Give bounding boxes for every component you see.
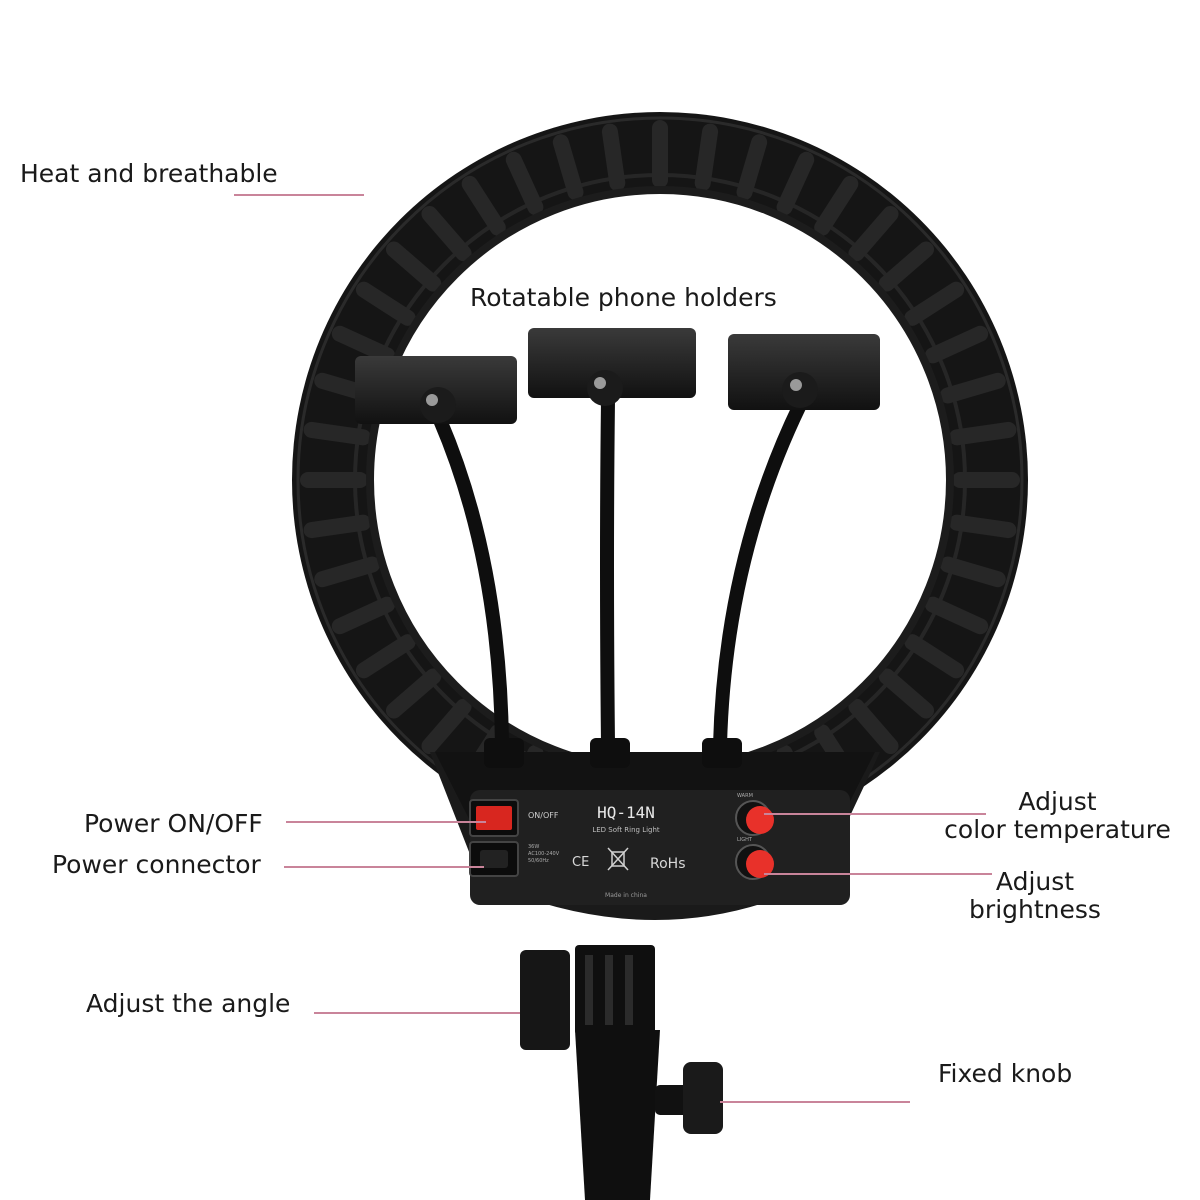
ring-rib <box>904 634 965 679</box>
leader-fixed-knob <box>720 1101 910 1103</box>
ring-rib <box>948 421 1017 446</box>
leader-brightness <box>764 873 992 875</box>
label-fixed-knob: Fixed knob <box>938 1059 1073 1088</box>
spec-watt: 36W <box>528 844 539 850</box>
ring-rib <box>385 241 442 292</box>
label-color-temp-line1: Adjust <box>1018 787 1097 816</box>
color-temperature-knob[interactable] <box>735 800 774 836</box>
ring-rib <box>848 205 899 262</box>
spec-frequency: 50/60Hz <box>528 858 549 864</box>
label-power-switch: Power ON/OFF <box>84 809 263 838</box>
ring-rib <box>421 698 472 755</box>
power-connector[interactable] <box>469 841 519 877</box>
made-in-text: Made in china <box>605 892 647 899</box>
leader-power-switch <box>286 821 486 823</box>
ring-rib <box>331 325 396 364</box>
knob-2-label: LIGHT <box>737 837 753 843</box>
ring-rib <box>939 372 1006 404</box>
leader-heat <box>234 194 364 196</box>
ring-rib <box>303 514 372 539</box>
ring-rib <box>601 123 626 192</box>
ring-rib <box>694 123 719 192</box>
label-heat-breathable: Heat and breathable <box>20 159 278 188</box>
ring-rib <box>552 134 584 201</box>
ring-rib <box>736 134 768 201</box>
ring-rib <box>948 514 1017 539</box>
brightness-knob[interactable] <box>735 844 774 880</box>
ring-rib <box>814 175 859 236</box>
ring-rib <box>878 241 935 292</box>
ring-body <box>292 112 1028 848</box>
ring-rib <box>505 151 544 216</box>
ring-rib <box>421 205 472 262</box>
label-adjust-angle: Adjust the angle <box>86 989 291 1018</box>
knob-1-label: WARM <box>737 793 753 799</box>
phone-holder-center[interactable] <box>528 328 696 406</box>
ring-rib <box>314 556 381 588</box>
phone-holder-left[interactable] <box>355 356 517 424</box>
ring-rib <box>385 668 442 719</box>
label-brightness-line2: brightness <box>969 895 1101 924</box>
label-power-connector: Power connector <box>52 850 261 879</box>
leader-power-connector <box>284 866 484 868</box>
ring-rib <box>878 668 935 719</box>
label-color-temp-line2: color temperature <box>944 815 1171 844</box>
ring-rib <box>848 698 899 755</box>
ring-rib <box>904 281 965 326</box>
model-subtitle: LED Soft Ring Light <box>592 826 660 834</box>
ring-rib <box>924 325 989 364</box>
ring-rib <box>776 151 815 216</box>
ring-rib <box>461 175 506 236</box>
power-switch[interactable] <box>469 799 519 837</box>
angle-mount[interactable] <box>520 945 655 1050</box>
ring-rib <box>331 596 396 635</box>
phone-holder-right[interactable] <box>728 334 880 410</box>
label-brightness-line1: Adjust <box>995 867 1075 896</box>
arm-bases <box>484 738 742 768</box>
ring-rib <box>355 634 416 679</box>
switch-label: ON/OFF <box>528 811 559 820</box>
stand-pole <box>575 1030 660 1200</box>
ring-rib <box>355 281 416 326</box>
weee-bin-icon <box>607 847 629 871</box>
model-name: HQ-14N <box>597 803 655 822</box>
fixed-knob[interactable] <box>655 1062 723 1134</box>
ce-mark: CE <box>572 855 589 870</box>
leader-color-temp <box>764 813 986 815</box>
label-phone-holders: Rotatable phone holders <box>470 283 777 312</box>
ring-rib <box>924 596 989 635</box>
ring-rib <box>303 421 372 446</box>
spec-voltage: AC100-240V <box>528 851 560 857</box>
gooseneck-arms <box>433 393 807 752</box>
leader-angle <box>314 1012 520 1014</box>
ring-rib <box>939 556 1006 588</box>
rohs-mark: RoHs <box>650 856 686 872</box>
